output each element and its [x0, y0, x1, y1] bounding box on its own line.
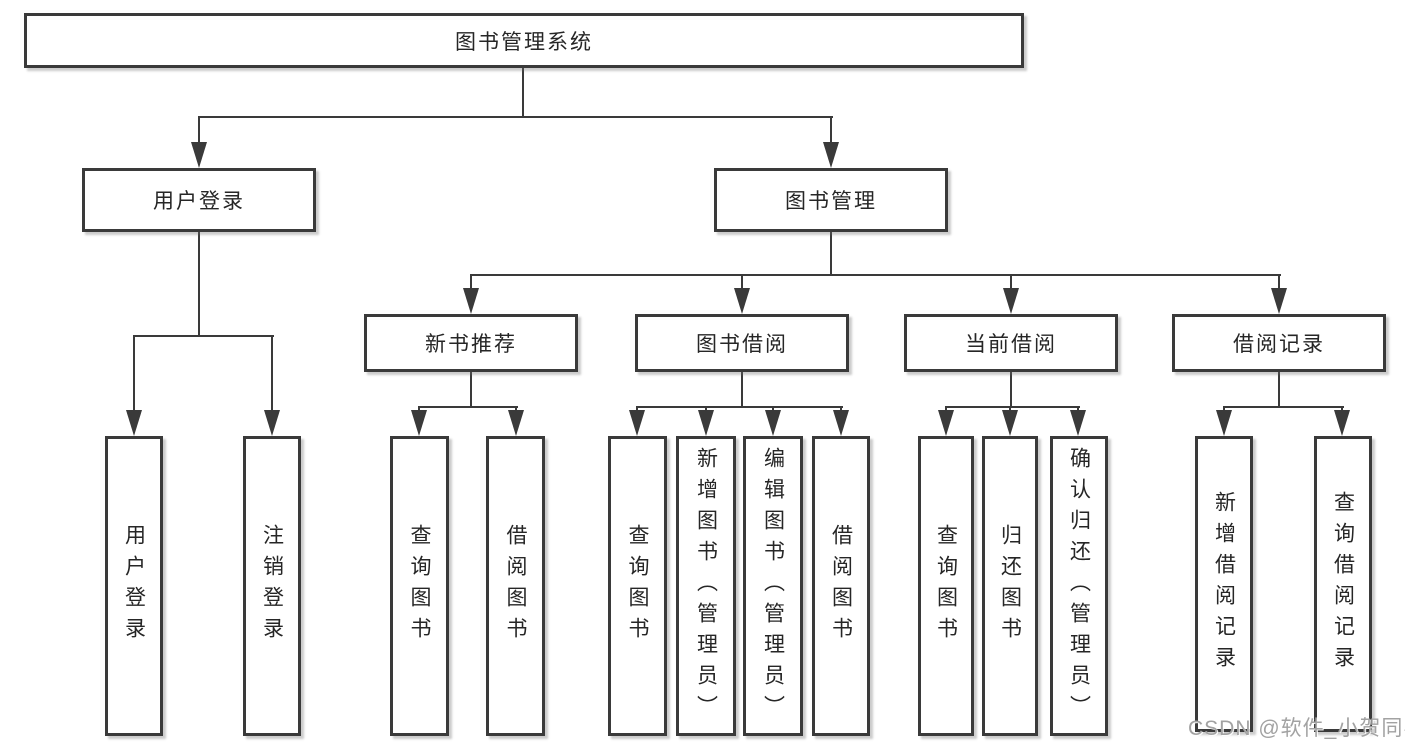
- arrowhead-icon: [1216, 410, 1232, 436]
- node-borrow-records: 借阅记录: [1172, 314, 1386, 372]
- arrowhead-icon: [698, 410, 714, 436]
- connector-line: [133, 335, 135, 430]
- connector-line: [636, 406, 843, 408]
- node-label: 查询图书: [626, 524, 649, 648]
- node-label: 查询图书: [934, 524, 958, 648]
- node-label: 图书借阅: [696, 333, 788, 356]
- node-label: 用户登录: [122, 524, 146, 648]
- node-label: 新增借阅记录: [1212, 491, 1236, 677]
- leaf-logout: 注销登录: [243, 436, 301, 736]
- node-label: 借阅图书: [829, 524, 853, 648]
- arrowhead-icon: [629, 410, 645, 436]
- node-label: 借阅记录: [1233, 333, 1325, 356]
- leaf-query-book: 查询图书: [608, 436, 667, 736]
- leaf-query-borrow-record: 查询借阅记录: [1314, 436, 1372, 732]
- connector-line: [1010, 372, 1012, 408]
- node-user-login: 用户登录: [82, 168, 316, 232]
- connector-line: [1223, 406, 1344, 408]
- connector-line: [470, 274, 1281, 276]
- connector-line: [198, 116, 200, 162]
- connector-line: [945, 406, 1080, 408]
- arrowhead-icon: [1334, 410, 1350, 436]
- arrowhead-icon: [1003, 288, 1019, 314]
- arrowhead-icon: [411, 410, 427, 436]
- leaf-add-borrow-record: 新增借阅记录: [1195, 436, 1253, 732]
- node-current-borrow: 当前借阅: [904, 314, 1118, 372]
- node-label: 新增图书（管理员）: [694, 446, 718, 726]
- connector-line: [271, 335, 273, 430]
- leaf-borrow-book: 借阅图书: [486, 436, 545, 736]
- arrowhead-icon: [463, 288, 479, 314]
- connector-line: [830, 116, 832, 162]
- node-label: 借阅图书: [504, 524, 527, 648]
- arrowhead-icon: [264, 410, 280, 436]
- leaf-query-book: 查询图书: [918, 436, 974, 736]
- connector-line: [133, 335, 274, 337]
- connector-line: [1278, 372, 1280, 408]
- arrowhead-icon: [1271, 288, 1287, 314]
- node-label: 用户登录: [153, 190, 245, 213]
- csdn-watermark: CSDN @软件_小贺同学: [1188, 717, 1405, 740]
- node-label: 查询图书: [408, 524, 431, 648]
- connector-line: [198, 232, 200, 337]
- node-new-book-recommend: 新书推荐: [364, 314, 578, 372]
- arrowhead-icon: [823, 142, 839, 168]
- connector-line: [418, 406, 518, 408]
- node-label: 归还图书: [998, 524, 1022, 648]
- leaf-user-login: 用户登录: [105, 436, 163, 736]
- node-label: 图书管理系统: [455, 30, 593, 54]
- node-label: 注销登录: [260, 524, 284, 648]
- node-book-borrow: 图书借阅: [635, 314, 849, 372]
- arrowhead-icon: [765, 410, 781, 436]
- connector-line: [741, 372, 743, 408]
- leaf-borrow-book: 借阅图书: [812, 436, 870, 736]
- arrowhead-icon: [191, 142, 207, 168]
- leaf-return-book: 归还图书: [982, 436, 1038, 736]
- node-root: 图书管理系统: [24, 13, 1024, 68]
- arrowhead-icon: [734, 288, 750, 314]
- node-label: 新书推荐: [425, 333, 517, 356]
- arrowhead-icon: [833, 410, 849, 436]
- arrowhead-icon: [938, 410, 954, 436]
- node-label: 确认归还（管理员）: [1067, 446, 1091, 726]
- connector-line: [830, 232, 832, 276]
- leaf-confirm-return-admin: 确认归还（管理员）: [1050, 436, 1108, 736]
- connector-line: [522, 68, 524, 118]
- leaf-query-book: 查询图书: [390, 436, 449, 736]
- node-label: 查询借阅记录: [1331, 491, 1355, 677]
- leaf-add-book-admin: 新增图书（管理员）: [676, 436, 736, 736]
- node-label: 编辑图书（管理员）: [761, 446, 785, 726]
- connector-line: [470, 372, 472, 408]
- arrowhead-icon: [1070, 410, 1086, 436]
- node-label: 当前借阅: [965, 333, 1057, 356]
- leaf-edit-book-admin: 编辑图书（管理员）: [743, 436, 803, 736]
- arrowhead-icon: [1002, 410, 1018, 436]
- arrowhead-icon: [508, 410, 524, 436]
- arrowhead-icon: [126, 410, 142, 436]
- node-book-management: 图书管理: [714, 168, 948, 232]
- connector-line: [198, 116, 833, 118]
- node-label: 图书管理: [785, 190, 877, 213]
